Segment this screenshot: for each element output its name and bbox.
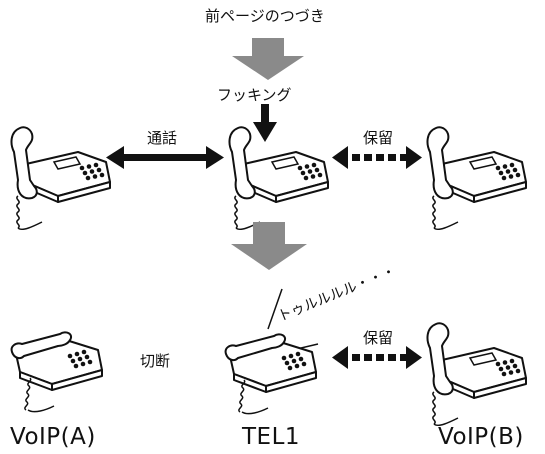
endpoint-voip-b: VoIP(B): [438, 424, 524, 450]
continuation-arrow: [232, 38, 304, 80]
phone-voip-a-top: [10, 126, 111, 231]
endpoint-voip-a: VoIP(A): [10, 424, 96, 450]
phone-voip-a-bottom: [10, 331, 103, 413]
endpoint-tel1: TEL1: [242, 424, 301, 450]
talk-label: 通話: [147, 129, 178, 147]
hookflash-arrow: [253, 104, 277, 142]
phone-voip-b-bottom: [426, 322, 527, 427]
phone-voip-b-top: [426, 126, 527, 231]
hold-label-top: 保留: [363, 129, 394, 147]
hold-label-bottom: 保留: [363, 329, 394, 347]
disconnect-label: 切断: [140, 352, 171, 370]
hold-arrow-top: [332, 146, 422, 169]
talk-arrow: [106, 146, 224, 169]
hookflash-label: フッキング: [217, 86, 292, 104]
phone-tel1-top: [228, 126, 329, 231]
transition-arrow: [231, 222, 307, 270]
phone-tel1-bottom: [224, 333, 317, 415]
hold-arrow-bottom: [332, 346, 422, 369]
continued-from-previous-page: 前ページのつづき: [205, 7, 325, 25]
